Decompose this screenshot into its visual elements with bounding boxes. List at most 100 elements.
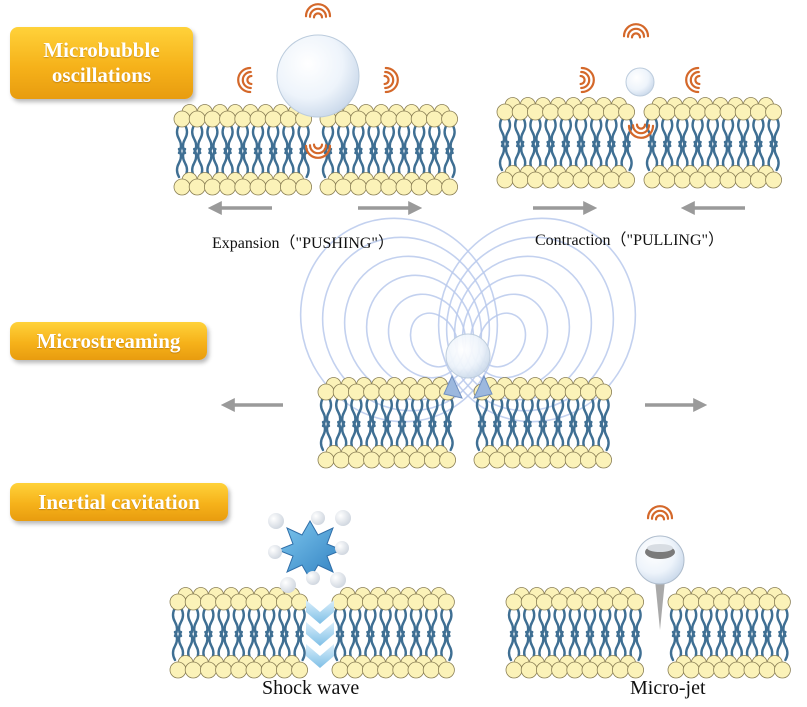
lipid-head — [363, 451, 381, 469]
lipid-tail — [251, 123, 265, 179]
membrane-jet-left — [505, 587, 644, 679]
shear-arrow-left — [443, 374, 463, 399]
lipid-head — [765, 103, 782, 121]
lipid-tail — [661, 116, 674, 172]
lipid-head — [422, 593, 440, 611]
shear-arrow-right — [473, 374, 493, 399]
lipid-tail — [352, 123, 365, 179]
lipid-head — [219, 110, 237, 128]
jet-bubble — [635, 535, 685, 585]
lipid-tail — [394, 606, 407, 662]
lipid-tail — [498, 116, 512, 172]
lipid-head — [264, 178, 282, 196]
lipid-head — [199, 661, 217, 679]
inertial-cavitation-panel — [169, 505, 791, 679]
acoustic-wave-icon — [579, 66, 595, 94]
lipid-head — [511, 171, 529, 189]
lipid-head — [365, 110, 383, 128]
shock-chevron — [306, 644, 334, 668]
lipid-tail — [319, 396, 333, 452]
lipid-head — [719, 103, 737, 121]
lipid-tail — [645, 116, 659, 172]
lipid-head — [618, 103, 635, 121]
lipid-tail — [293, 606, 306, 662]
lipid-tail — [521, 396, 534, 452]
lipid-head — [750, 103, 767, 121]
streaming-loop — [477, 312, 527, 368]
badge-inertial-cavitation: Inertial cavitation — [10, 483, 228, 521]
micro-jet-bubble — [635, 535, 685, 630]
lipid-head — [422, 661, 440, 679]
lipid-tail — [411, 396, 424, 452]
lipid-tail — [278, 606, 291, 662]
lipid-head — [527, 171, 544, 189]
lipid-tail — [730, 606, 743, 662]
lipid-tail — [425, 606, 438, 662]
acoustic-wave-icon — [685, 66, 701, 94]
lipid-tail — [685, 606, 698, 662]
streaming-loop — [445, 236, 615, 412]
lipid-head — [361, 593, 379, 611]
lipid-head — [361, 661, 379, 679]
lipid-tail — [282, 123, 295, 179]
lipid-tail — [590, 116, 603, 172]
streaming-flow-loops — [299, 217, 637, 423]
lipid-head — [520, 661, 538, 679]
lipid-head — [627, 661, 644, 679]
lipid-head — [496, 171, 514, 189]
lipid-tail — [191, 123, 204, 179]
fragment-ball — [335, 510, 351, 526]
fragment-ball — [311, 511, 325, 525]
lipid-head — [595, 451, 612, 469]
lipid-tail — [523, 606, 536, 662]
lipid-head — [536, 661, 553, 679]
lipid-head — [291, 661, 309, 679]
lipid-head — [534, 383, 552, 401]
lipid-tail — [364, 606, 377, 662]
lipid-head — [377, 661, 395, 679]
lipid-tail — [669, 606, 683, 662]
membrane-shock-left — [169, 587, 309, 679]
lipid-tail — [776, 606, 789, 662]
lipid-tail — [737, 116, 750, 172]
lipid-tail — [538, 606, 551, 662]
lipid-head — [728, 661, 746, 679]
lipid-head — [334, 178, 352, 196]
streaming-loop — [469, 293, 549, 379]
lipid-tail — [171, 606, 185, 662]
lipid-tail — [350, 396, 363, 452]
lipid-tail — [551, 396, 565, 452]
lipid-tail — [544, 116, 557, 172]
lipid-head — [698, 593, 715, 611]
lipid-head — [542, 103, 559, 121]
lipid-tail — [443, 123, 456, 179]
lipid-head — [667, 593, 685, 611]
lipid-tail — [247, 606, 261, 662]
lipid-head — [407, 661, 425, 679]
lipid-tail — [583, 606, 597, 662]
lipid-tail — [380, 396, 393, 452]
lipid-head — [713, 593, 730, 611]
lipid-head — [643, 103, 661, 121]
lipid-head — [557, 171, 575, 189]
lipid-head — [580, 451, 597, 469]
acoustic-wave-icon — [237, 66, 253, 94]
lipid-tail — [553, 606, 566, 662]
lipid-tail — [761, 606, 774, 662]
lipid-head — [704, 103, 722, 121]
lipid-head — [219, 178, 237, 196]
expansion-wave-icons — [237, 3, 399, 159]
lipid-tail — [365, 396, 378, 452]
lipid-head — [473, 451, 491, 469]
shock-wave-caption: Shock wave — [262, 677, 360, 699]
lipid-head — [393, 451, 411, 469]
lipid-tail — [691, 116, 704, 172]
lipid-head — [230, 661, 248, 679]
fragment-ball — [330, 572, 346, 588]
acoustic-wave-icon — [383, 66, 399, 94]
lipid-head — [173, 110, 191, 128]
lipid-tail — [752, 116, 765, 172]
lipid-head — [587, 103, 605, 121]
lipid-head — [596, 661, 614, 679]
lipid-head — [245, 661, 263, 679]
